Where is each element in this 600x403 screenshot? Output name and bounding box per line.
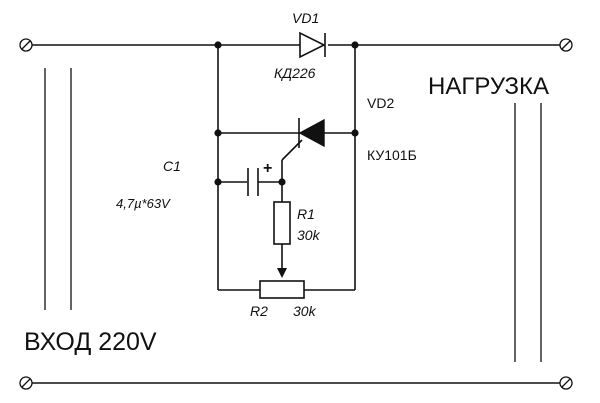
c1-plus-label: +: [263, 160, 272, 177]
vd2-label: VD2: [367, 95, 394, 111]
vd1-type-label: КД226: [274, 65, 316, 81]
junction-dot: [214, 178, 222, 186]
r1-value-label: 30k: [297, 227, 321, 243]
vd1-label: VD1: [292, 10, 319, 26]
junction-dot: [278, 178, 286, 186]
terminal-output-top-slash: [561, 40, 571, 50]
terminal-input-bottom-slash: [21, 378, 31, 388]
c1-label: C1: [163, 158, 181, 174]
r2-resistor-symbol: [259, 280, 305, 299]
c1-value-label: 4,7µ*63V: [116, 196, 171, 211]
junction-dot: [351, 129, 359, 137]
vd2-thyristor-symbol: [281, 118, 325, 182]
r2-wiper-arrow: [277, 268, 287, 278]
vd1-diode-symbol: [299, 31, 326, 59]
junction-dot: [351, 41, 359, 49]
load-label: НАГРУЗКА: [428, 73, 549, 100]
r1-label: R1: [297, 206, 315, 222]
terminal-output-bottom-slash: [561, 378, 571, 388]
junction-dot: [214, 41, 222, 49]
r1-resistor-symbol: [273, 201, 291, 245]
input-label: ВХОД 220V: [24, 328, 157, 356]
terminal-input-top-slash: [21, 40, 31, 50]
c1-capacitor-symbol: [247, 168, 259, 196]
r2-value-label: 30k: [293, 303, 317, 319]
vd2-type-label: КУ101Б: [367, 147, 417, 163]
junction-dot: [214, 129, 222, 137]
r2-label: R2: [250, 303, 268, 319]
